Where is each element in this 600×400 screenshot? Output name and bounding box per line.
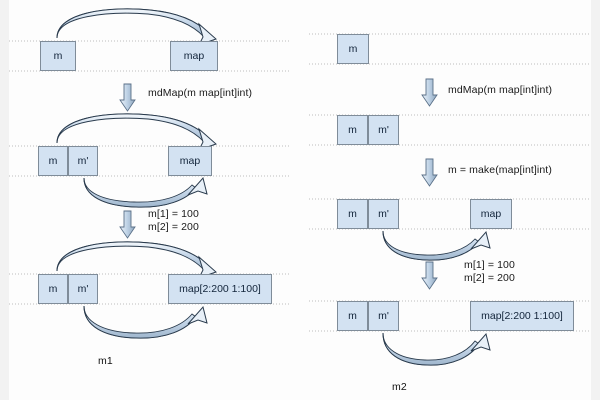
cell-m-prime[interactable]: m' <box>68 146 98 176</box>
cell-label: map <box>480 208 502 220</box>
left-step1-map-box[interactable]: map <box>170 41 218 71</box>
arrow-m-to-map-over-step3 <box>56 241 217 279</box>
cell-label: map <box>183 50 205 62</box>
right-transition-1-label: mdMap(m map[int]int) <box>448 84 553 96</box>
cell-label: map <box>179 155 201 167</box>
right-step4-m-mprime-box[interactable]: m m' <box>337 301 399 331</box>
cell-label: m <box>348 43 358 55</box>
down-arrow-right-step1-to-2 <box>421 78 438 107</box>
cell-map[interactable]: map <box>168 146 212 176</box>
cell-label: m <box>48 155 58 167</box>
cell-label: m' <box>378 208 389 220</box>
down-arrow-left-step2-to-3 <box>119 210 136 239</box>
cell-m[interactable]: m <box>337 301 368 331</box>
right-step4-map-filled-box[interactable]: map[2:200 1:100] <box>470 301 574 331</box>
left-step2-m-mprime-box[interactable]: m m' <box>38 146 98 176</box>
cell-m[interactable]: m <box>337 199 368 229</box>
cell-label: m <box>48 283 58 295</box>
cell-label: m' <box>77 283 89 295</box>
cell-map[interactable]: map <box>470 199 512 229</box>
left-edge-strip <box>0 0 9 400</box>
right-column-caption: m2 <box>392 381 407 393</box>
cell-m-prime[interactable]: m' <box>68 274 98 304</box>
cell-label: m <box>348 124 357 136</box>
cell-m-prime[interactable]: m' <box>368 199 399 229</box>
arrow-m-to-map-over-step2 <box>56 113 217 151</box>
cell-map[interactable]: map <box>170 41 218 71</box>
cell-map-filled[interactable]: map[2:200 1:100] <box>470 301 574 331</box>
cell-label: m' <box>378 124 389 136</box>
arrow-mprime-to-map-under-step2 <box>83 176 208 208</box>
cell-m[interactable]: m <box>40 41 76 71</box>
cell-label: m <box>53 50 63 62</box>
arrow-mprime-to-map-under-step3 <box>83 305 208 339</box>
right-step3-map-box[interactable]: map <box>470 199 512 229</box>
cell-map-filled[interactable]: map[2:200 1:100] <box>168 274 272 304</box>
right-transition-2-label: m = make(map[int]int) <box>448 164 552 176</box>
right-step3-m-mprime-box[interactable]: m m' <box>337 199 399 229</box>
arrow-m-to-map-over-step1 <box>56 8 217 46</box>
guide-lines-right <box>309 33 591 332</box>
cell-label: m' <box>77 155 89 167</box>
right-step1-m-box[interactable]: m <box>337 34 369 64</box>
down-arrow-right-step3-to-4 <box>421 261 438 290</box>
arrow-mprime-to-map-under-right-step3 <box>382 230 491 261</box>
right-edge-strip <box>591 0 600 400</box>
cell-m[interactable]: m <box>38 146 68 176</box>
left-step3-map-filled-box[interactable]: map[2:200 1:100] <box>168 274 272 304</box>
left-transition-2-label-line2: m[2] = 200 <box>148 221 199 233</box>
guide-lines-left <box>9 40 291 305</box>
left-step3-m-mprime-box[interactable]: m m' <box>38 274 98 304</box>
cell-label: m <box>348 310 357 322</box>
cell-m-prime[interactable]: m' <box>368 301 399 331</box>
left-step1-m-box[interactable]: m <box>40 41 76 71</box>
right-transition-3-label-line1: m[1] = 100 <box>464 259 515 271</box>
cell-m-prime[interactable]: m' <box>368 115 399 145</box>
left-transition-2-label-line1: m[1] = 100 <box>148 208 199 220</box>
cell-label: map[2:200 1:100] <box>179 283 261 295</box>
cell-label: m' <box>378 310 389 322</box>
right-transition-3-label-line2: m[2] = 200 <box>464 272 515 284</box>
cell-m[interactable]: m <box>337 34 369 64</box>
cell-m[interactable]: m <box>337 115 368 145</box>
down-arrow-left-step1-to-2 <box>119 83 136 112</box>
right-step2-m-mprime-box[interactable]: m m' <box>337 115 399 145</box>
left-column-caption: m1 <box>98 355 113 367</box>
down-arrow-right-step2-to-3 <box>421 158 438 187</box>
left-step2-map-box[interactable]: map <box>168 146 212 176</box>
arrow-mprime-to-map-under-right-step4 <box>382 332 491 366</box>
cell-m[interactable]: m <box>38 274 68 304</box>
cell-label: m <box>348 208 357 220</box>
left-transition-1-label: mdMap(m map[int]int) <box>148 87 253 99</box>
cell-label: map[2:200 1:100] <box>481 310 563 322</box>
